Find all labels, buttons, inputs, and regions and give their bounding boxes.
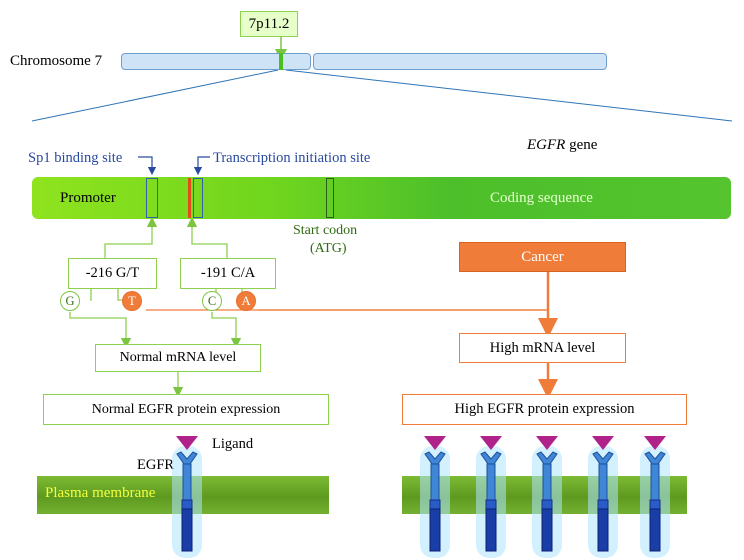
egfr-receptor-cancer-2: [476, 436, 506, 558]
high-protein-box: High EGFR protein expression: [402, 394, 687, 425]
promoter-label: Promoter: [60, 190, 116, 206]
start-codon-atg-label: (ATG): [310, 241, 347, 256]
allele-g-circle: G: [60, 291, 80, 311]
high-mrna-box: High mRNA level: [459, 333, 626, 363]
normal-mrna-box: Normal mRNA level: [95, 344, 261, 372]
gene-suffix: gene: [565, 137, 598, 153]
snp191-position-marker: [188, 178, 191, 218]
sp1-binding-site-label: Sp1 binding site: [28, 150, 123, 166]
snp-216-label: -216 G/T: [85, 265, 140, 281]
snp-191-box: -191 C/A: [180, 258, 276, 289]
gene-name: EGFR: [527, 137, 566, 153]
sp1-site-marker: [146, 178, 158, 218]
allele-c-label: C: [207, 293, 217, 308]
egfr-receptor-cancer-4: [588, 436, 618, 558]
chromosome-egfr-locus-marker: [279, 53, 283, 70]
chromosome-label: Chromosome 7: [10, 53, 103, 69]
normal-protein-label: Normal EGFR protein expression: [91, 401, 281, 417]
high-protein-label: High EGFR protein expression: [454, 401, 635, 417]
cytoband-label: 7p11.2: [248, 15, 290, 32]
allele-a-label: A: [241, 293, 251, 308]
allele-t-label: T: [128, 293, 136, 308]
egfr-receptor-normal: [172, 436, 202, 558]
snp-216-box: -216 G/T: [68, 258, 157, 289]
gene-bar: [32, 177, 731, 219]
coding-sequence-label: Coding sequence: [490, 190, 593, 206]
allele-g-label: G: [65, 293, 75, 308]
tis-site-marker: [193, 178, 203, 218]
transcription-initiation-site-label: Transcription initiation site: [213, 150, 371, 166]
cancer-box: Cancer: [459, 242, 626, 272]
snp-191-label: -191 C/A: [200, 265, 256, 281]
start-codon-marker: [326, 178, 334, 218]
allele-a-circle: A: [236, 291, 256, 311]
cytoband-box: 7p11.2: [240, 11, 298, 37]
high-mrna-label: High mRNA level: [489, 339, 596, 356]
chromosome-p-arm: [121, 53, 311, 70]
ligand-label: Ligand: [212, 436, 254, 452]
egfr-receptor-label: EGFR: [137, 457, 175, 473]
egfr-receptor-cancer-1: [420, 436, 450, 558]
normal-mrna-label: Normal mRNA level: [119, 350, 237, 365]
chromosome-q-arm: [313, 53, 607, 70]
egfr-receptor-cancer-3: [532, 436, 562, 558]
start-codon-label: Start codon: [293, 223, 358, 238]
allele-c-circle: C: [202, 291, 222, 311]
egfr-receptor-cancer-5: [640, 436, 670, 558]
plasma-membrane-label: Plasma membrane: [45, 485, 156, 501]
allele-t-circle: T: [122, 291, 142, 311]
gene-title: EGFR gene: [527, 138, 597, 153]
normal-protein-box: Normal EGFR protein expression: [43, 394, 329, 425]
cancer-label: Cancer: [521, 248, 564, 265]
